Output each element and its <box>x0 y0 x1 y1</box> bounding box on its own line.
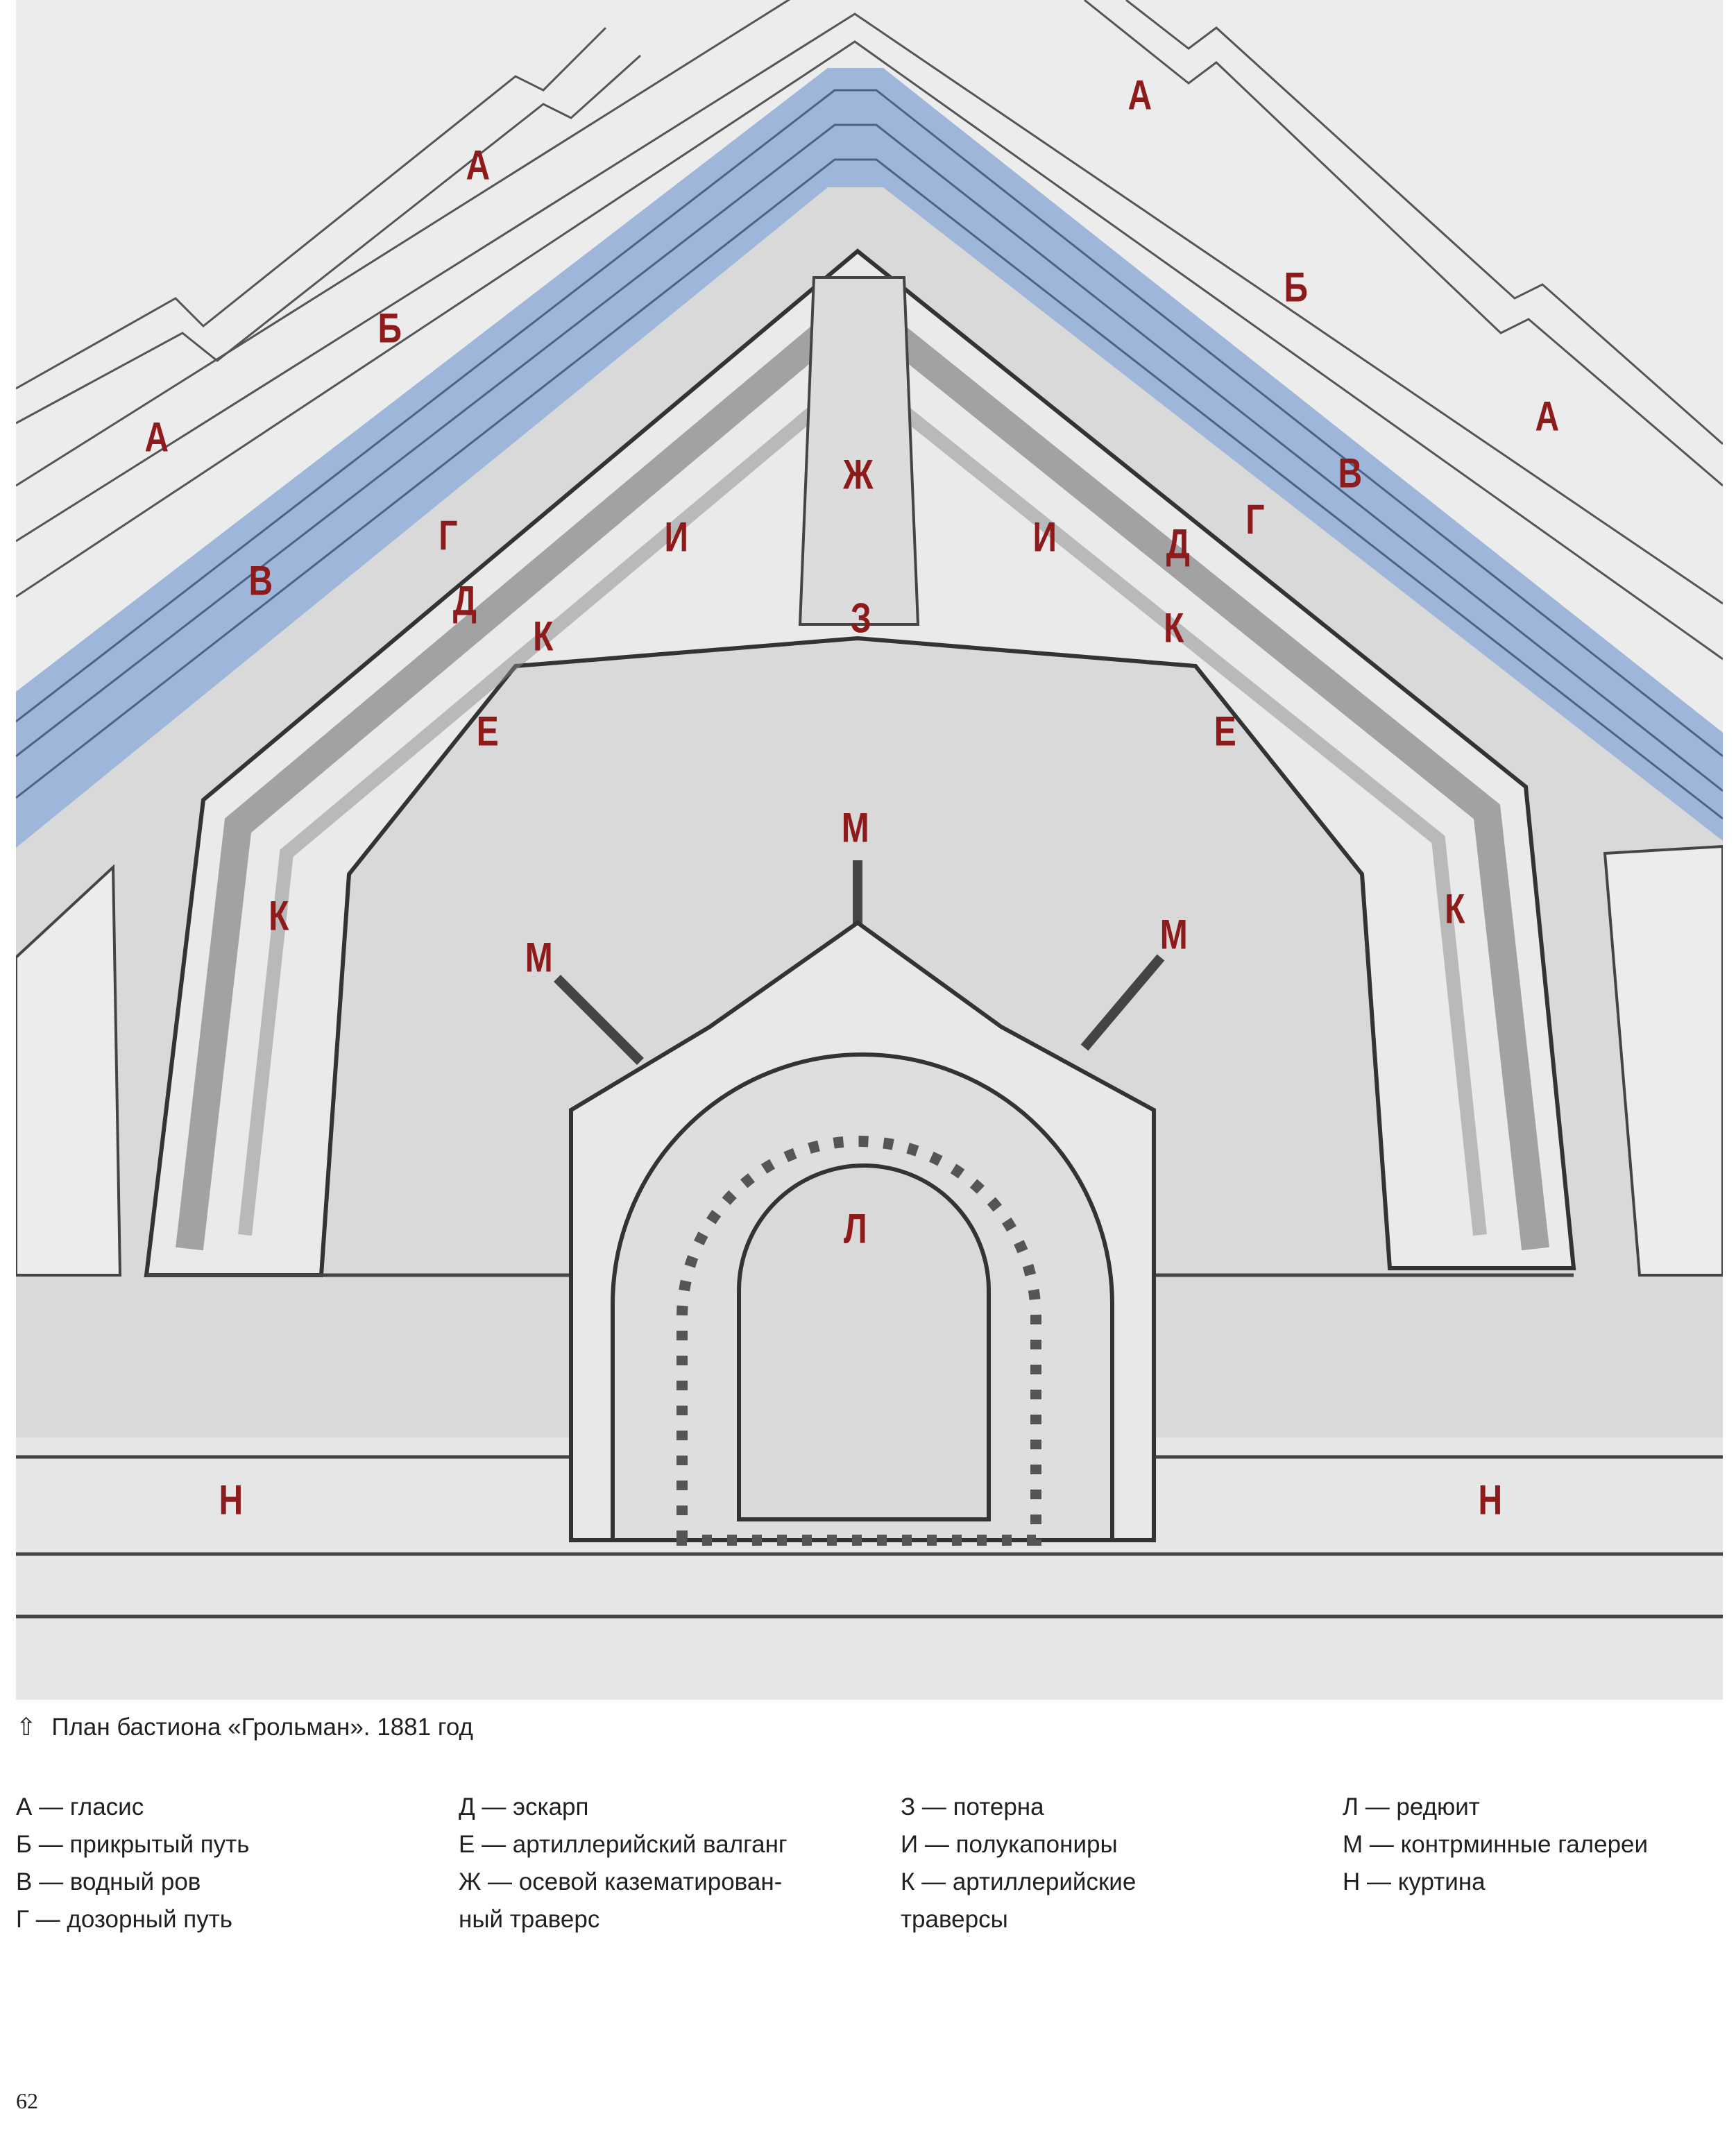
legend-item: ный траверс <box>459 1906 600 1933</box>
label-k-artillery-traverse: К <box>269 892 289 939</box>
legend-item: траверсы <box>901 1906 1008 1933</box>
label-n-curtain: Н <box>1478 1476 1502 1524</box>
label-l-redoubt: Л <box>843 1205 867 1252</box>
page-number: 62 <box>16 2088 38 2113</box>
legend-item: И — полукапониры <box>901 1831 1118 1858</box>
legend-item: Б — прикрытый путь <box>16 1831 250 1858</box>
label-z-postern: З <box>850 595 871 642</box>
bastion <box>144 248 1576 1277</box>
legend-column-1: А — гласис Б — прикрытый путь В — водный… <box>16 1789 446 1938</box>
label-g-patrol-path: Г <box>439 512 457 559</box>
legend-item: Д — эскарп <box>459 1793 589 1820</box>
legend-item: Ж — осевой казематирован- <box>459 1868 783 1895</box>
glacis-lines <box>16 0 1723 660</box>
legend-item: Е — артиллерийский валганг <box>459 1831 788 1858</box>
bastion-plan-drawing: А А А А Б Б В В Г Г Д Д Ж И И З К К К К … <box>16 0 1723 1700</box>
label-d-escarp: Д <box>1166 520 1190 568</box>
legend-item: М — контрминные галереи <box>1343 1831 1649 1858</box>
redoubt <box>569 920 1156 1546</box>
label-n-curtain: Н <box>219 1476 243 1524</box>
label-i-half-caponier: И <box>1032 513 1057 561</box>
legend-column-2: Д — эскарп Е — артиллерийский валганг Ж … <box>459 1789 889 1938</box>
legend-column-4: Л — редюит М — контрминные галереи Н — к… <box>1343 1789 1736 1901</box>
label-a-glacis: А <box>144 413 169 461</box>
label-zh-axial-traverse: Ж <box>843 451 873 498</box>
label-a-glacis: А <box>466 142 490 189</box>
legend-item: Г — дозорный путь <box>16 1906 232 1933</box>
legend-item: В — водный ров <box>16 1868 201 1895</box>
label-m-countermine: М <box>525 934 553 981</box>
label-e-rampart: Е <box>1214 708 1236 755</box>
legend-item: Н — куртина <box>1343 1868 1486 1895</box>
label-k-artillery-traverse: К <box>1445 885 1465 932</box>
label-b-covered-way: Б <box>377 305 402 352</box>
label-d-escarp: Д <box>452 577 477 624</box>
legend-item: Л — редюит <box>1343 1793 1480 1820</box>
label-b-covered-way: Б <box>1284 264 1309 311</box>
label-a-glacis: А <box>1535 393 1559 440</box>
label-a-glacis: А <box>1127 71 1152 119</box>
label-v-water-ditch: В <box>1338 450 1362 497</box>
label-k-artillery-traverse: К <box>1164 604 1184 651</box>
label-i-half-caponier: И <box>664 513 689 561</box>
figure-caption: ⇧ План бастиона «Грольман». 1881 год <box>16 1714 473 1741</box>
legend-item: З — потерна <box>901 1793 1044 1820</box>
legend-column-3: З — потерна И — полукапониры К — артилле… <box>901 1789 1331 1938</box>
label-m-countermine: М <box>1159 911 1188 958</box>
label-g-patrol-path: Г <box>1245 496 1264 543</box>
label-v-water-ditch: В <box>248 557 273 604</box>
label-e-rampart: Е <box>476 708 499 755</box>
bastion-plan-svg <box>16 0 1723 1700</box>
label-m-countermine: М <box>841 804 869 851</box>
legend-item: К — артиллерийские <box>901 1868 1137 1895</box>
caption-text: План бастиона «Грольман». 1881 год <box>51 1714 473 1741</box>
legend-item: А — гласис <box>16 1793 144 1820</box>
up-arrow-icon: ⇧ <box>16 1714 37 1741</box>
label-k-artillery-traverse: К <box>533 613 553 660</box>
